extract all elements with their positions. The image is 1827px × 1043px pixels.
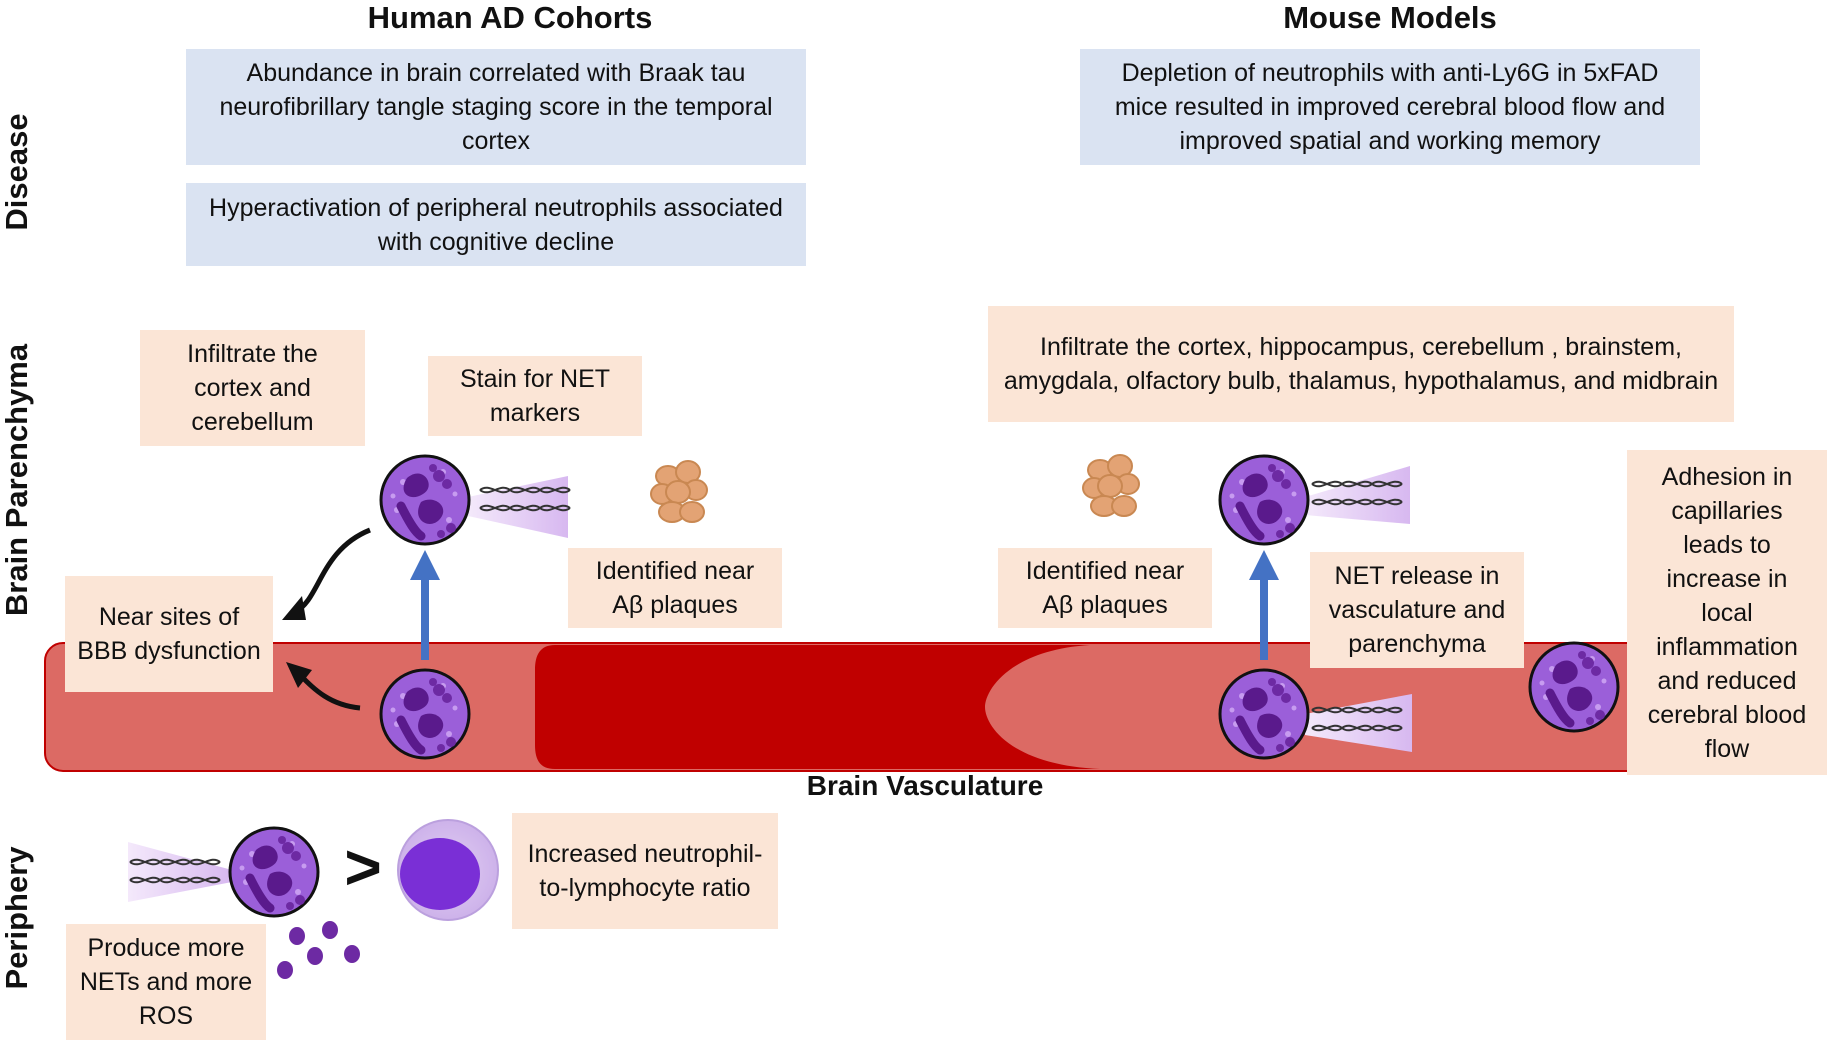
box-mouse-depletion: Depletion of neutrophils with anti-Ly6G … bbox=[1080, 49, 1700, 165]
net-cone-mouse-parenchyma bbox=[1305, 466, 1410, 524]
box-human-infiltrate: Infiltrate the cortex and cerebellum bbox=[140, 330, 365, 446]
column-title-human: Human AD Cohorts bbox=[367, 0, 653, 35]
box-periphery-nets: Produce more NETs and more ROS bbox=[66, 924, 266, 1040]
box-human-braak: Abundance in brain correlated with Braak… bbox=[186, 49, 806, 165]
box-mouse-infiltrate: Infiltrate the cortex, hippocampus, cere… bbox=[988, 306, 1734, 422]
neutrophil-human-vessel bbox=[381, 670, 469, 758]
box-periphery-ratio: Increased neutrophil-to-lymphocyte ratio bbox=[512, 813, 778, 929]
arrow-curve-upper bbox=[282, 596, 306, 620]
box-human-plaques: Identified near Aβ plaques bbox=[568, 548, 782, 628]
box-human-bbb: Near sites of BBB dysfunction bbox=[65, 576, 273, 692]
arrow-curve-lower bbox=[286, 662, 312, 688]
neutrophil-mouse-parenchyma bbox=[1220, 456, 1308, 544]
neutrophil-periphery bbox=[230, 828, 318, 916]
box-mouse-plaques: Identified near Aβ plaques bbox=[998, 548, 1212, 628]
box-mouse-adhesion: Adhesion in capillaries leads to increas… bbox=[1627, 450, 1827, 775]
neutrophil-mouse-vessel bbox=[1220, 670, 1308, 758]
column-title-mouse: Mouse Models bbox=[1283, 0, 1497, 35]
plaque-human bbox=[650, 460, 708, 523]
plaque-mouse bbox=[1082, 454, 1140, 517]
net-cone-periphery bbox=[128, 842, 232, 902]
greater-than-symbol: > bbox=[344, 831, 382, 903]
box-mouse-net-release: NET release in vasculature and parenchym… bbox=[1310, 552, 1524, 668]
neutrophil-mouse-adhesion bbox=[1530, 643, 1618, 731]
vessel-dark-segment bbox=[535, 645, 1100, 769]
vessel-label: Brain Vasculature bbox=[806, 770, 1044, 801]
lymphocyte-nucleus bbox=[400, 838, 480, 910]
box-human-stain: Stain for NET markers bbox=[428, 356, 642, 436]
box-human-hyperactivation: Hyperactivation of peripheral neutrophil… bbox=[186, 183, 806, 266]
arrow-up-mouse bbox=[1249, 550, 1279, 580]
arrow-up-human bbox=[410, 550, 440, 580]
neutrophil-human-parenchyma bbox=[381, 456, 469, 544]
